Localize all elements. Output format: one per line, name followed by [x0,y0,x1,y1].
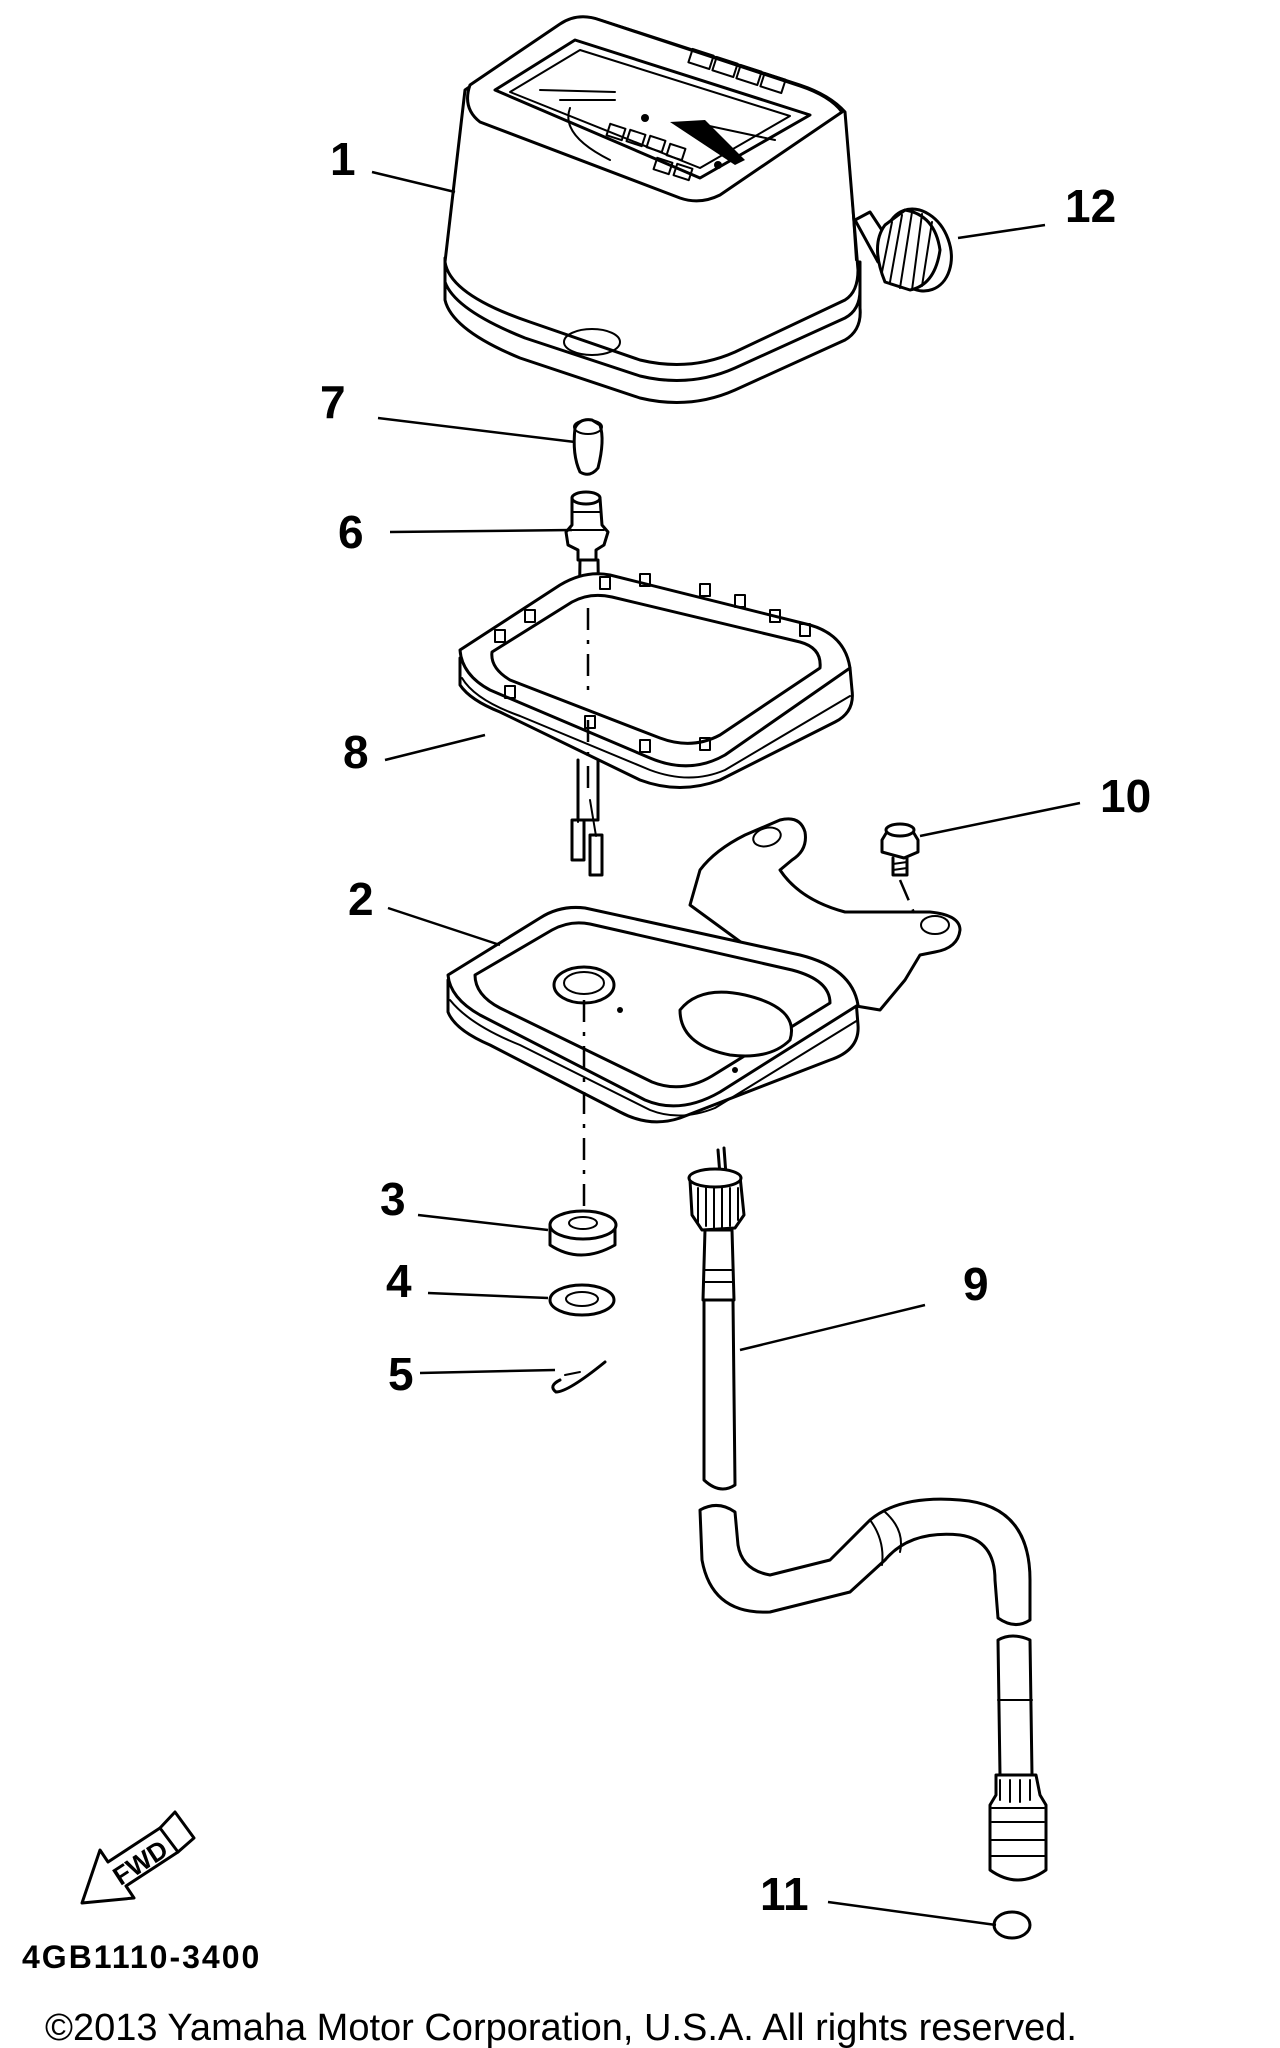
callout-8: 8 [343,726,369,778]
bulb-socket [564,490,610,877]
grommet [548,1209,618,1257]
callout-4: 4 [386,1255,412,1307]
meter-case [446,817,962,1124]
fwd-arrow: FWD [80,1810,196,1905]
o-ring [992,1910,1032,1940]
callout-11: 11 [760,1868,809,1920]
callout-5: 5 [388,1348,414,1400]
callout-3: 3 [380,1173,406,1225]
callout-6: 6 [338,506,364,558]
callout-10: 10 [1100,770,1151,822]
bolt [880,822,920,877]
callout-numbers: 1 2 3 4 5 6 7 8 9 10 11 12 [320,133,1151,1920]
speedometer-housing [443,15,862,404]
callout-2: 2 [348,873,374,925]
clip [551,1360,607,1394]
bulb [572,418,604,476]
leader-lines [371,170,1081,1927]
callout-12: 12 [1065,180,1116,232]
assembly-lines [582,608,917,1215]
callout-7: 7 [320,376,346,428]
copyright-notice: ©2013 Yamaha Motor Corporation, U.S.A. A… [45,2007,1077,2048]
speedometer-cable [687,1146,1048,1882]
callout-9: 9 [963,1258,989,1310]
reset-knob [853,207,953,293]
washer [548,1283,616,1317]
gasket [458,572,854,789]
drawing-code: 4GB1110-3400 [22,1939,261,1975]
callout-1: 1 [330,133,356,185]
